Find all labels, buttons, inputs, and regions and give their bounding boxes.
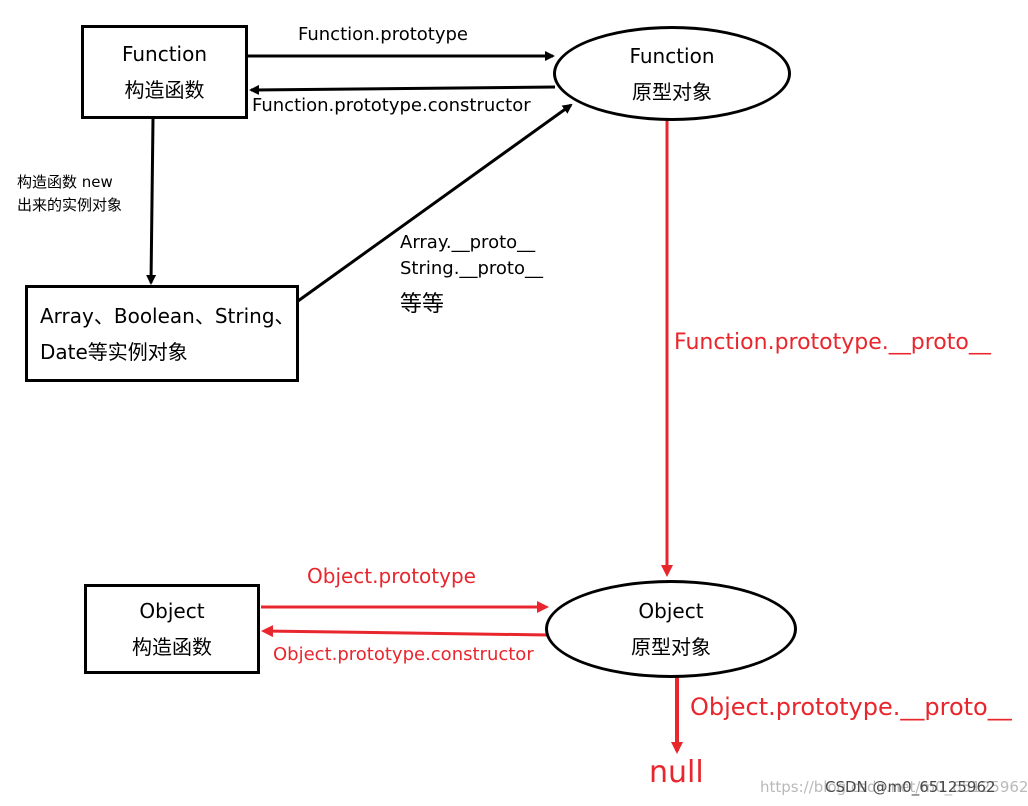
label-string-proto: String.__proto__ — [400, 258, 543, 279]
object-prototype-subtitle: 原型对象 — [631, 635, 711, 659]
arrow-new-instance — [146, 118, 157, 285]
instances-line2: Date等实例对象 — [40, 339, 188, 364]
label-object-prototype: Object.prototype — [307, 564, 476, 588]
label-function-prototype: Function.prototype — [298, 24, 469, 45]
function-prototype-title: Function — [629, 43, 715, 68]
watermark: https://blog.csdn.net/m0_65125962 — [760, 778, 1028, 796]
watermark-overlay-text: CSDN @m0_65125962 — [825, 778, 996, 796]
null-node: null — [649, 755, 704, 790]
object-constructor-node: Object 构造函数 — [84, 584, 260, 674]
watermark-overlay: CSDN @m0_65125962 — [825, 778, 996, 796]
arrow-object-prototype-constructor — [261, 625, 549, 638]
label-object-prototype-proto: Object.prototype.__proto__ — [690, 693, 1012, 721]
label-etc: 等等 — [400, 292, 445, 317]
arrow-instance-proto — [297, 103, 573, 303]
object-prototype-node: Object 原型对象 — [545, 580, 797, 678]
label-function-prototype-constructor: Function.prototype.constructor — [252, 95, 531, 116]
label-new-instance-line1: 构造函数 new — [17, 173, 113, 191]
function-constructor-node: Function 构造函数 — [81, 25, 248, 119]
label-function-prototype-proto: Function.prototype.__proto__ — [674, 330, 991, 355]
object-constructor-subtitle: 构造函数 — [132, 635, 212, 659]
function-prototype-node: Function 原型对象 — [553, 26, 791, 121]
instances-node: Array、Boolean、String、 Date等实例对象 — [25, 285, 299, 382]
object-prototype-title: Object — [638, 599, 704, 623]
label-array-proto: Array.__proto__ — [400, 232, 536, 253]
function-constructor-title: Function — [121, 42, 208, 66]
arrow-function-prototype-constructor — [249, 84, 556, 95]
function-constructor-subtitle: 构造函数 — [124, 78, 205, 102]
label-new-instance-line2: 出来的实例对象 — [17, 196, 123, 214]
watermark-url: https://blog.csdn.net/m0_65125962 — [760, 778, 1028, 796]
object-constructor-title: Object — [139, 599, 205, 623]
instances-line1: Array、Boolean、String、 — [40, 303, 295, 328]
function-prototype-subtitle: 原型对象 — [632, 79, 712, 104]
label-object-prototype-constructor: Object.prototype.constructor — [273, 644, 534, 665]
